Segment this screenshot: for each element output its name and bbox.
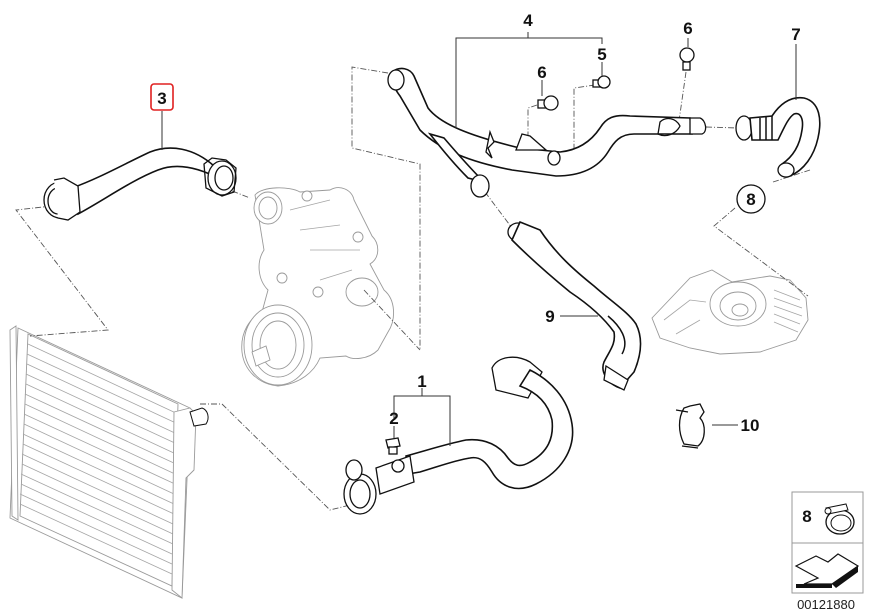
callout-10[interactable]: 10 [712, 416, 759, 435]
callout-9[interactable]: 9 [545, 307, 598, 326]
svg-text:1: 1 [417, 372, 426, 391]
callout-8[interactable]: 8 [736, 184, 766, 214]
callout-6a[interactable]: 6 [537, 63, 547, 96]
hose-clamp-icon [824, 503, 855, 535]
svg-text:7: 7 [791, 25, 800, 44]
legend-label: 8 [802, 507, 811, 526]
legend-box: 8 00121880 [791, 491, 864, 612]
svg-text:3: 3 [157, 89, 166, 108]
callout-7[interactable]: 7 [791, 25, 801, 100]
direction-arrow-icon [794, 553, 860, 588]
hose-9[interactable] [507, 220, 642, 391]
screw-5[interactable] [592, 75, 611, 89]
callout-2[interactable]: 2 [389, 409, 399, 438]
hose-7[interactable] [735, 96, 821, 178]
svg-text:6: 6 [537, 63, 546, 82]
hose-3[interactable] [43, 147, 237, 221]
bleeder-screw-2[interactable] [385, 437, 401, 455]
svg-text:9: 9 [545, 307, 554, 326]
svg-text:5: 5 [597, 45, 606, 64]
radiator[interactable] [9, 325, 209, 599]
svg-text:6: 6 [683, 19, 692, 38]
highlight-box [150, 83, 174, 111]
svg-text:8: 8 [746, 190, 755, 209]
svg-text:4: 4 [523, 11, 533, 30]
heat-exchanger[interactable] [651, 269, 809, 355]
holder-clip-10[interactable] [675, 403, 705, 449]
hose-1[interactable] [343, 356, 574, 515]
bleeder-screw-6a[interactable] [537, 95, 559, 111]
hose-4[interactable] [387, 67, 707, 198]
callout-1[interactable]: 1 [393, 372, 451, 446]
callout-5[interactable]: 5 [597, 45, 607, 76]
bleeder-screw-6b[interactable] [679, 47, 695, 71]
svg-text:10: 10 [741, 416, 760, 435]
water-pump[interactable] [241, 187, 394, 387]
callout-4[interactable]: 4 [455, 11, 603, 128]
callout-6b[interactable]: 6 [683, 19, 693, 47]
svg-text:2: 2 [389, 409, 398, 428]
catalog-number: 00121880 [797, 597, 855, 612]
callout-3[interactable]: 3 [150, 83, 174, 150]
